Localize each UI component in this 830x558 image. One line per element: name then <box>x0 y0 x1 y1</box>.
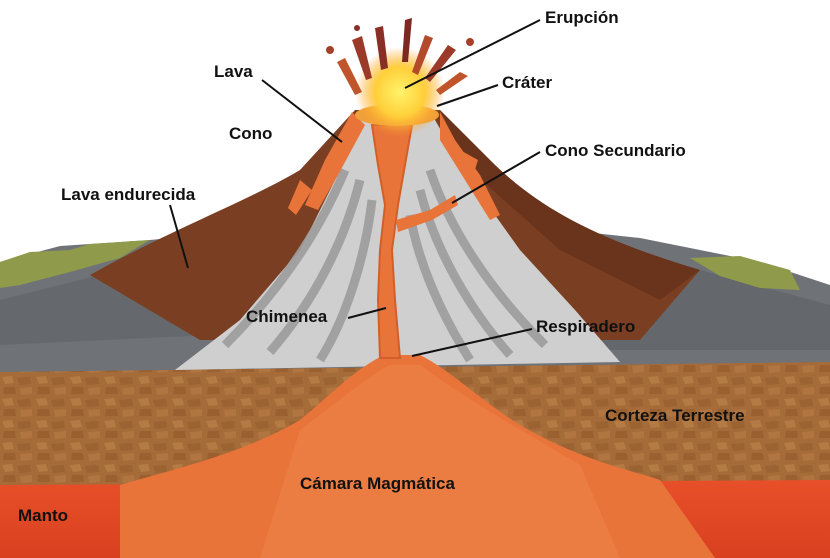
label-manto: Manto <box>18 506 69 525</box>
label-corteza-terrestre: Corteza Terrestre <box>605 406 745 425</box>
leader-lava-endurecida <box>169 204 189 269</box>
eruption-debris <box>326 18 474 95</box>
leader-cono-secundario <box>451 151 541 204</box>
label-erupcion: Erupción <box>545 8 619 27</box>
leader-chimenea <box>347 307 387 319</box>
vegetation-left <box>0 240 150 288</box>
label-lava-endurecida: Lava endurecida <box>61 185 196 204</box>
secondary-conduit <box>396 195 458 232</box>
leader-respiradero <box>411 328 533 357</box>
label-chimenea: Chimenea <box>246 307 328 326</box>
eruption-blast <box>355 47 445 137</box>
vegetation-right <box>690 256 800 290</box>
label-lava: Lava <box>214 62 253 81</box>
leader-lines <box>169 19 541 357</box>
label-respiradero: Respiradero <box>536 317 636 336</box>
leader-lava <box>261 79 343 143</box>
leader-crater <box>436 84 499 107</box>
label-cono: Cono <box>229 124 273 143</box>
label-crater: Cráter <box>502 73 553 92</box>
lava-flow-left <box>305 112 365 210</box>
label-camara-magmatica: Cámara Magmática <box>300 474 455 493</box>
chimney <box>370 124 414 359</box>
leader-erupcion <box>404 19 541 89</box>
label-cono-secundario: Cono Secundario <box>545 141 686 160</box>
